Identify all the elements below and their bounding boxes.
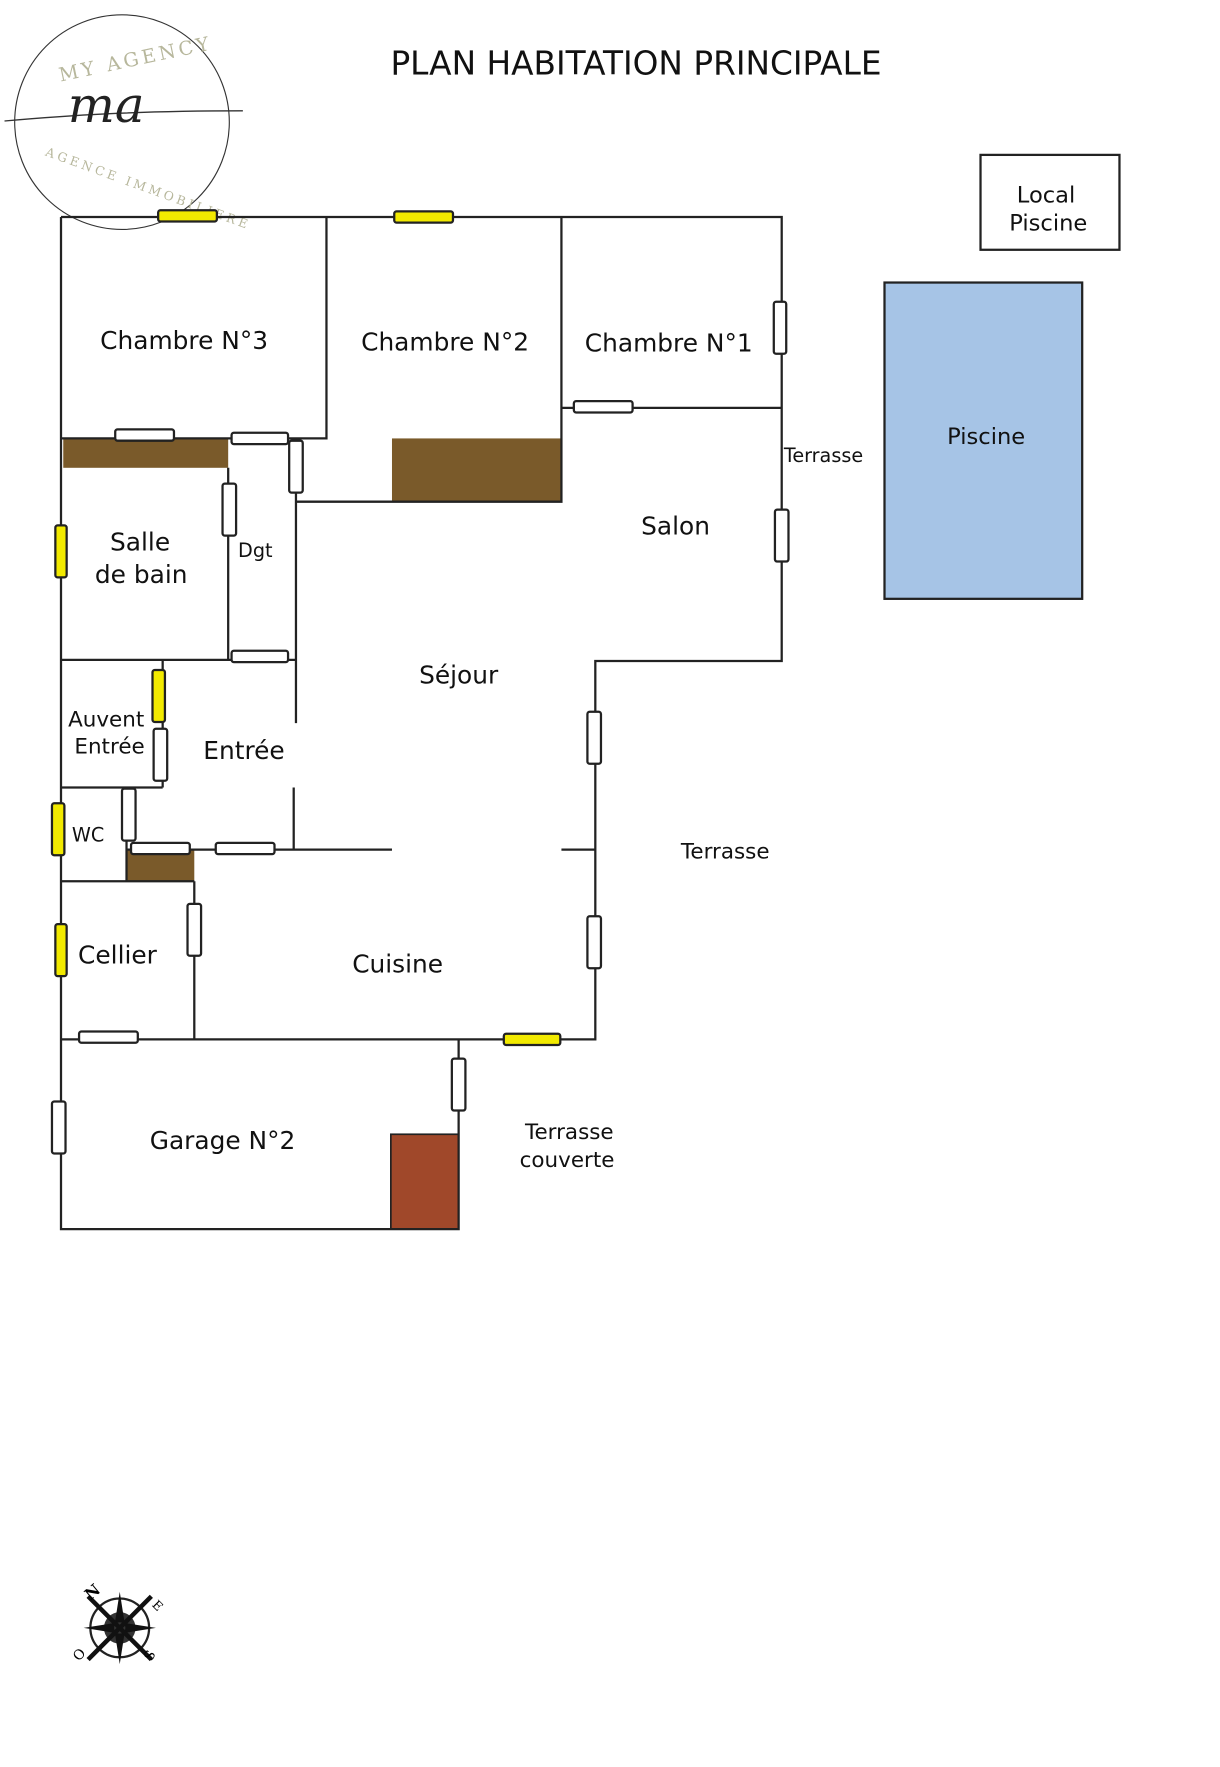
windows (50, 209, 790, 1155)
svg-text:O: O (70, 1646, 89, 1665)
room-cellier: Cellier (78, 941, 158, 970)
staircase (390, 1133, 460, 1231)
room-chambre-1: Chambre N°1 (585, 328, 753, 357)
local-piscine-box (979, 153, 1121, 251)
label-piscine: Piscine (947, 424, 1025, 450)
room-cuisine: Cuisine (352, 950, 443, 979)
room-auvent: Auvent (68, 707, 144, 732)
compass-rose-icon: N E S O (70, 1580, 166, 1664)
room-auvent-2: Entrée (74, 735, 144, 760)
svg-text:E: E (149, 1597, 166, 1614)
cabinet (391, 438, 562, 502)
room-sejour: Séjour (419, 661, 499, 690)
room-garage: Garage N°2 (150, 1126, 296, 1155)
agency-logo: ma MY AGENCY AGENCE IMMOBILIERE (4, 14, 253, 233)
plan-title: PLAN HABITATION PRINCIPALE (390, 45, 881, 83)
label-terrasse-couverte-2: couverte (520, 1148, 615, 1173)
room-dgt: Dgt (238, 539, 273, 562)
room-salle-de-bain-2: de bain (95, 560, 188, 589)
pool (883, 281, 1084, 600)
room-salle-de-bain: Salle (110, 527, 170, 556)
label-local-piscine-2: Piscine (1009, 211, 1087, 237)
room-salon: Salon (641, 511, 710, 540)
label-local-piscine: Local (1017, 182, 1076, 208)
svg-text:ma: ma (68, 76, 145, 134)
cabinet (63, 438, 229, 468)
room-chambre-2: Chambre N°2 (361, 327, 529, 356)
svg-text:AGENCE IMMOBILIERE: AGENCE IMMOBILIERE (43, 144, 253, 233)
room-chambre-3: Chambre N°3 (100, 326, 268, 355)
label-terrasse-salon: Terrasse (783, 444, 863, 467)
label-terrasse-couverte: Terrasse (524, 1120, 614, 1145)
room-wc: WC (72, 824, 104, 847)
label-terrasse: Terrasse (680, 840, 770, 865)
walls (59, 215, 783, 1231)
svg-text:S: S (141, 1648, 159, 1664)
room-entree: Entrée (203, 736, 284, 765)
svg-text:N: N (81, 1580, 104, 1604)
